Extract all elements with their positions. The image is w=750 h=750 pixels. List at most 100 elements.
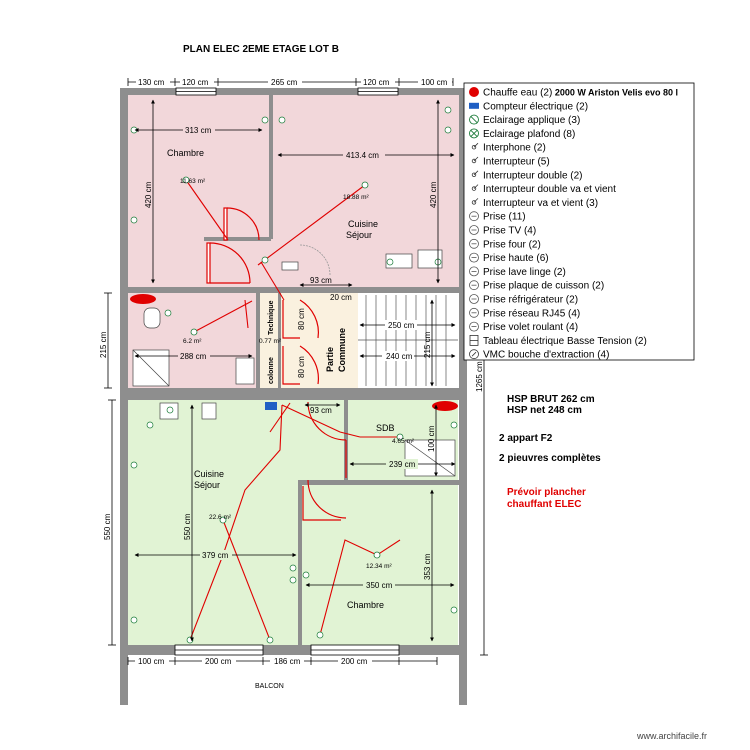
legend-item-text: Interrupteur (5) bbox=[483, 157, 550, 168]
tableau-icon bbox=[265, 402, 277, 410]
prise-icon bbox=[130, 461, 138, 469]
dim-120a: 120 cm bbox=[182, 78, 209, 87]
prise-haute-icon bbox=[469, 252, 479, 263]
footer-watermark: www.archifacile.fr bbox=[636, 731, 707, 741]
legend-item-text: Prise lave linge (2) bbox=[483, 267, 566, 278]
prise-icon bbox=[261, 116, 269, 124]
plafond-icon bbox=[373, 551, 381, 559]
prise-lave-linge-icon bbox=[469, 266, 479, 277]
plafond-icon bbox=[396, 433, 404, 441]
legend-item-text: Interrupteur double va et vient bbox=[483, 184, 616, 195]
prise-icon bbox=[289, 576, 297, 584]
room-fills bbox=[128, 95, 461, 645]
legend-item-text: VMC bouche d'extraction (4) bbox=[483, 350, 609, 361]
dim-265: 265 cm bbox=[271, 78, 298, 87]
dim-bot-100: 100 cm bbox=[138, 657, 165, 666]
legend-item-label: Interrupteur double (2) bbox=[483, 170, 583, 181]
dim-413: 413.4 cm bbox=[346, 151, 379, 160]
legend-item-text: Prise réseau RJ45 (4) bbox=[483, 308, 580, 319]
legend-item-text: Prise (11) bbox=[483, 212, 526, 223]
dim-550b: 550 cm bbox=[183, 513, 192, 540]
plan-title: PLAN ELEC 2EME ETAGE LOT B bbox=[183, 44, 339, 55]
prise-icon bbox=[278, 116, 286, 124]
room-corridor-bot bbox=[300, 400, 345, 480]
dim-93a: 93 cm bbox=[310, 276, 332, 285]
legend-item-text: Tableau électrique Basse Tension (2) bbox=[483, 336, 647, 347]
staircase bbox=[358, 295, 458, 386]
interrupteur-va-icon bbox=[471, 198, 479, 205]
tableau-icon bbox=[469, 334, 479, 346]
legend-item-label: Prise lave linge (2) bbox=[483, 267, 566, 278]
legend-item-label: VMC bouche d'extraction (4) bbox=[483, 350, 609, 361]
applique-icon bbox=[469, 114, 479, 125]
legend-item-extra: 2000 W Ariston Velis evo 80 l bbox=[552, 88, 678, 98]
chauffe-eau-icon bbox=[469, 87, 479, 97]
legend-item-label: Compteur électrique (2) bbox=[483, 101, 588, 112]
note-plancher-2: chauffant ELEC bbox=[507, 499, 581, 510]
plafond-icon bbox=[361, 181, 369, 189]
dim-100r: 100 cm bbox=[427, 425, 436, 452]
legend-item-label: Chauffe eau (2) 2000 W Ariston Velis evo… bbox=[483, 88, 678, 99]
prise-icon bbox=[266, 636, 274, 644]
label-colonne: colonne bbox=[268, 357, 275, 384]
prise-icon bbox=[302, 571, 310, 579]
label-technique: Technique bbox=[268, 300, 275, 335]
dim-bot-186: 186 cm bbox=[274, 657, 301, 666]
label-commune: Commune bbox=[337, 328, 347, 372]
dim-550a: 550 cm bbox=[103, 513, 112, 540]
room-label-chambre-bot: Chambre bbox=[347, 600, 384, 610]
legend-item-text: Interrupteur va et vient (3) bbox=[483, 198, 598, 209]
legend-item-text: Prise plaque de cuisson (2) bbox=[483, 281, 604, 292]
legend-item-label: Interrupteur (5) bbox=[483, 157, 550, 168]
prise-four-icon bbox=[469, 238, 479, 249]
dim-80b: 80 cm bbox=[297, 356, 306, 378]
legend-item-label: Prise haute (6) bbox=[483, 253, 549, 264]
interrupteur-icon bbox=[471, 156, 479, 164]
legend-item-label: Prise (11) bbox=[483, 212, 526, 223]
legend-item-label: Prise four (2) bbox=[483, 239, 541, 250]
prise-icon bbox=[450, 421, 458, 429]
legend-item-text: Interphone (2) bbox=[483, 143, 546, 154]
room-label-cuisine-bot-1: Cuisine bbox=[194, 469, 224, 479]
interphone-icon bbox=[471, 142, 479, 150]
legend-item-text: Eclairage plafond (8) bbox=[483, 129, 575, 140]
legend-item-text: Prise four (2) bbox=[483, 239, 541, 250]
room-label-sdb: SDB bbox=[376, 423, 395, 433]
legend-item-label: Prise réseau RJ45 (4) bbox=[483, 308, 580, 319]
interrupteur-double-va-icon bbox=[471, 184, 479, 191]
prise-icon bbox=[450, 606, 458, 614]
prise-icon bbox=[130, 216, 138, 224]
note-hsp-net: HSP net 248 cm bbox=[507, 405, 582, 416]
area-chambre-top: 11.63 m² bbox=[180, 178, 206, 185]
dim-379: 379 cm bbox=[202, 551, 229, 560]
dim-353: 353 cm bbox=[423, 553, 432, 580]
compteur-icon bbox=[469, 102, 479, 109]
prise-icon bbox=[469, 211, 479, 222]
prise-tv-icon bbox=[469, 225, 479, 235]
doors bbox=[206, 207, 347, 521]
prise-icon bbox=[146, 421, 154, 429]
prise-icon bbox=[130, 616, 138, 624]
room-label-cuisine-bot-2: Séjour bbox=[194, 480, 220, 490]
prise-frigo-icon bbox=[469, 294, 479, 304]
prise-icon bbox=[386, 258, 394, 266]
room-label-chambre-top: Chambre bbox=[167, 148, 204, 158]
dim-80a: 80 cm bbox=[297, 308, 306, 330]
legend-item-label: Prise plaque de cuisson (2) bbox=[483, 281, 604, 292]
prise-icon bbox=[261, 256, 269, 264]
legend-item-label: Interrupteur va et vient (3) bbox=[483, 198, 598, 209]
dim-120b: 120 cm bbox=[363, 78, 390, 87]
dim-313: 313 cm bbox=[185, 126, 212, 135]
area-technique: 0.77 m² bbox=[259, 338, 282, 345]
note-appart: 2 appart F2 bbox=[499, 433, 553, 444]
room-label-cuisine-top-1: Cuisine bbox=[348, 219, 378, 229]
area-wc: 6.2 m² bbox=[183, 338, 202, 345]
room-cuisine-bot bbox=[128, 400, 300, 645]
dim-215b: 215 cm bbox=[423, 331, 432, 358]
dim-20: 20 cm bbox=[330, 293, 352, 302]
label-balcon: BALCON bbox=[255, 683, 284, 690]
dim-420a: 420 cm bbox=[144, 181, 153, 208]
plafond-icon bbox=[219, 516, 227, 524]
notes: HSP BRUT 262 cm HSP net 248 cm 2 appart … bbox=[499, 394, 601, 510]
dim-215a: 215 cm bbox=[99, 331, 108, 358]
